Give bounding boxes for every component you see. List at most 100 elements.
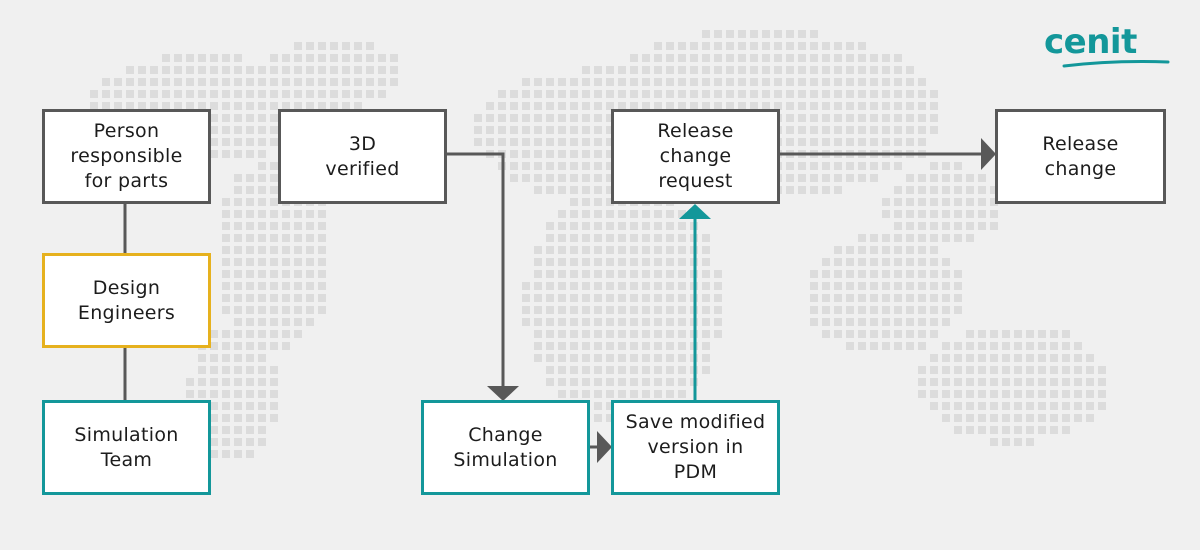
map-dot	[330, 42, 338, 50]
map-dot	[642, 366, 650, 374]
map-dot	[246, 426, 254, 434]
map-dot	[666, 222, 674, 230]
map-dot	[546, 354, 554, 362]
arrowhead-down-icon	[487, 386, 519, 401]
map-dot	[318, 102, 326, 110]
map-dot	[954, 210, 962, 218]
map-dot	[630, 354, 638, 362]
map-dot	[282, 210, 290, 218]
map-dot	[198, 102, 206, 110]
map-dot	[570, 222, 578, 230]
map-dot	[1050, 354, 1058, 362]
map-dot	[606, 210, 614, 218]
map-dot	[846, 66, 854, 74]
map-dot	[258, 330, 266, 338]
map-dot	[270, 102, 278, 110]
map-dot	[318, 294, 326, 302]
map-dot	[1050, 402, 1058, 410]
map-dot	[582, 306, 590, 314]
map-dot	[906, 78, 914, 86]
map-dot	[930, 186, 938, 194]
box-3d-verified: 3D verified	[278, 109, 447, 204]
map-dot	[198, 90, 206, 98]
map-dot	[750, 90, 758, 98]
map-dot	[258, 402, 266, 410]
map-dot	[930, 390, 938, 398]
map-dot	[594, 330, 602, 338]
map-dot	[606, 222, 614, 230]
map-dot	[930, 234, 938, 242]
map-dot	[822, 294, 830, 302]
map-dot	[510, 138, 518, 146]
map-dot	[714, 282, 722, 290]
map-dot	[918, 126, 926, 134]
map-dot	[234, 414, 242, 422]
map-dot	[318, 270, 326, 278]
map-dot	[198, 390, 206, 398]
map-dot	[258, 234, 266, 242]
map-dot	[582, 294, 590, 302]
map-dot	[354, 54, 362, 62]
map-dot	[642, 306, 650, 314]
map-dot	[858, 126, 866, 134]
map-dot	[798, 126, 806, 134]
map-dot	[954, 234, 962, 242]
map-dot	[90, 102, 98, 110]
map-dot	[882, 162, 890, 170]
map-dot	[570, 270, 578, 278]
map-dot	[534, 270, 542, 278]
map-dot	[318, 222, 326, 230]
map-dot	[702, 330, 710, 338]
map-dot	[654, 102, 662, 110]
map-dot	[690, 54, 698, 62]
map-dot	[1026, 426, 1034, 434]
map-dot	[714, 306, 722, 314]
map-dot	[294, 306, 302, 314]
map-dot	[918, 174, 926, 182]
map-dot	[954, 186, 962, 194]
map-dot	[642, 222, 650, 230]
map-dot	[666, 330, 674, 338]
map-dot	[222, 54, 230, 62]
map-dot	[942, 270, 950, 278]
map-dot	[234, 318, 242, 326]
map-dot	[906, 210, 914, 218]
map-dot	[234, 138, 242, 146]
map-dot	[678, 90, 686, 98]
map-dot	[222, 330, 230, 338]
map-dot	[654, 306, 662, 314]
map-dot	[234, 306, 242, 314]
map-dot	[270, 210, 278, 218]
map-dot	[570, 78, 578, 86]
map-dot	[150, 90, 158, 98]
map-dot	[930, 294, 938, 302]
map-dot	[534, 90, 542, 98]
map-dot	[594, 150, 602, 158]
map-dot	[966, 426, 974, 434]
map-dot	[582, 330, 590, 338]
map-dot	[594, 78, 602, 86]
map-dot	[582, 162, 590, 170]
map-dot	[654, 366, 662, 374]
map-dot	[246, 186, 254, 194]
map-dot	[990, 198, 998, 206]
cenit-logo: cenit	[1044, 22, 1174, 72]
map-dot	[990, 330, 998, 338]
map-dot	[594, 390, 602, 398]
map-dot	[894, 318, 902, 326]
map-dot	[246, 414, 254, 422]
map-dot	[558, 306, 566, 314]
map-dot	[606, 246, 614, 254]
map-dot	[390, 54, 398, 62]
map-dot	[954, 270, 962, 278]
map-dot	[918, 378, 926, 386]
map-dot	[642, 102, 650, 110]
map-dot	[630, 282, 638, 290]
map-dot	[954, 294, 962, 302]
map-dot	[618, 354, 626, 362]
map-dot	[630, 258, 638, 266]
map-dot	[594, 282, 602, 290]
map-dot	[558, 390, 566, 398]
map-dot	[990, 378, 998, 386]
map-dot	[594, 378, 602, 386]
